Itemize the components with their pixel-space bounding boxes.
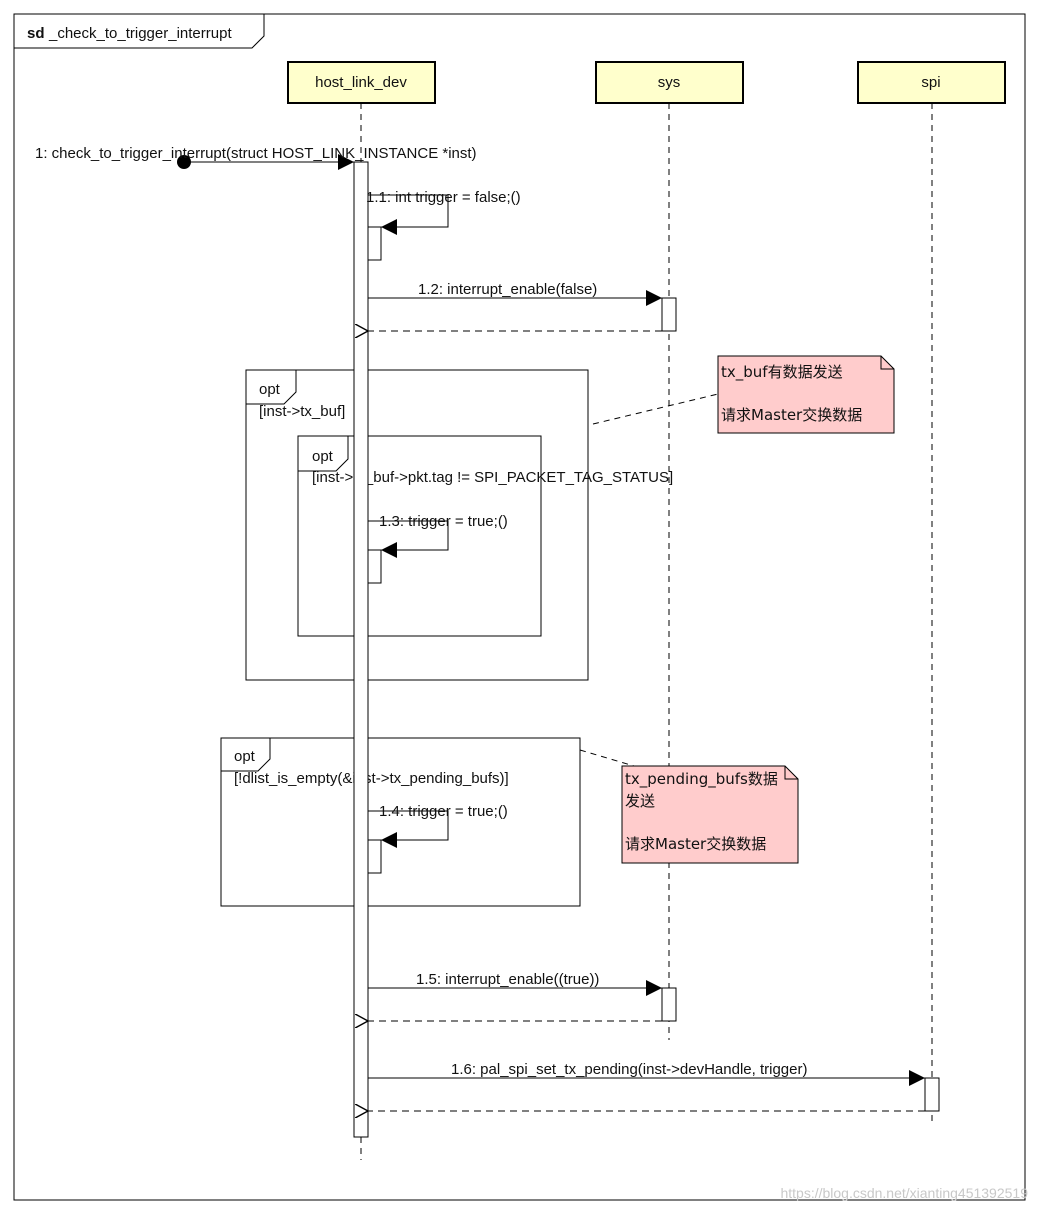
message-1-5[interactable]: 1.5: interrupt_enable((true))	[368, 971, 662, 996]
note-1[interactable]: tx_buf有数据发送 请求Master交换数据	[717, 355, 895, 434]
activation-self-1-1	[367, 226, 382, 261]
message-label: 1.3: trigger = true;()	[379, 513, 508, 530]
lifeline-label: host_link_dev	[315, 74, 407, 91]
message-1[interactable]: 1: check_to_trigger_interrupt(struct HOS…	[35, 145, 477, 170]
fragment-guard: [inst->tx_buf->pkt.tag != SPI_PACKET_TAG…	[312, 469, 673, 486]
fragment-opt-second[interactable]: opt [!dlist_is_empty(&inst->tx_pending_b…	[220, 737, 581, 907]
note-fold	[784, 766, 798, 780]
message-label: 1.6: pal_spi_set_tx_pending(inst->devHan…	[451, 1061, 807, 1078]
watermark: https://blog.csdn.net/xianting451392519	[780, 1185, 1028, 1201]
note-line: tx_pending_bufs数据	[625, 770, 778, 789]
fragment-opt-inner[interactable]: opt [inst->tx_buf->pkt.tag != SPI_PACKET…	[297, 435, 673, 637]
note-line: 请求Master交换数据	[625, 835, 766, 853]
sd-frame	[13, 13, 1026, 1201]
sd-frame-name: _check_to_trigger_interrupt	[48, 25, 232, 42]
fragment-opt-outer[interactable]: opt [inst->tx_buf]	[245, 369, 589, 681]
activation-spi-1-6	[924, 1077, 940, 1112]
message-label: 1.5: interrupt_enable((true))	[416, 971, 599, 988]
lifeline-host-link-dev[interactable]: host_link_dev	[287, 61, 436, 104]
fragment-guard: [!dlist_is_empty(&inst->tx_pending_bufs)…	[234, 770, 509, 787]
sd-frame-tab	[14, 14, 265, 49]
message-label: 1.2: interrupt_enable(false)	[418, 281, 597, 298]
message-1-6[interactable]: 1.6: pal_spi_set_tx_pending(inst->devHan…	[368, 1061, 925, 1086]
activation-self-1-3	[367, 549, 382, 584]
note-line: 请求Master交换数据	[721, 406, 862, 424]
fragment-guard: [inst->tx_buf]	[259, 403, 345, 420]
activation-host-link-dev	[353, 161, 369, 1138]
message-1-3[interactable]: 1.3: trigger = true;()	[368, 513, 508, 558]
message-1-1[interactable]: 1.1: int trigger = false;()	[366, 189, 521, 235]
lifeline-label: spi	[921, 74, 940, 91]
sd-keyword: sd	[27, 25, 45, 42]
note-2-connector	[579, 749, 635, 767]
note-line: 发送	[625, 792, 655, 810]
note-line: tx_buf有数据发送	[721, 363, 843, 382]
note-fold	[880, 356, 894, 370]
message-1-2[interactable]: 1.2: interrupt_enable(false)	[368, 281, 662, 306]
activation-sys-1-2	[661, 297, 677, 332]
fragment-kind: opt	[312, 448, 334, 465]
message-label: 1.1: int trigger = false;()	[366, 189, 521, 206]
lifeline-spi[interactable]: spi	[857, 61, 1006, 104]
activation-self-1-4	[367, 839, 382, 874]
message-label: 1: check_to_trigger_interrupt(struct HOS…	[35, 145, 477, 162]
message-label: 1.4: trigger = true;()	[379, 803, 508, 820]
lifeline-label: sys	[658, 74, 681, 91]
activation-sys-1-5	[661, 987, 677, 1022]
fragment-kind: opt	[259, 381, 281, 398]
note-2[interactable]: tx_pending_bufs数据 发送 请求Master交换数据	[621, 765, 799, 864]
lifeline-sys[interactable]: sys	[595, 61, 744, 104]
fragment-kind: opt	[234, 748, 256, 765]
message-1-4[interactable]: 1.4: trigger = true;()	[368, 803, 508, 848]
